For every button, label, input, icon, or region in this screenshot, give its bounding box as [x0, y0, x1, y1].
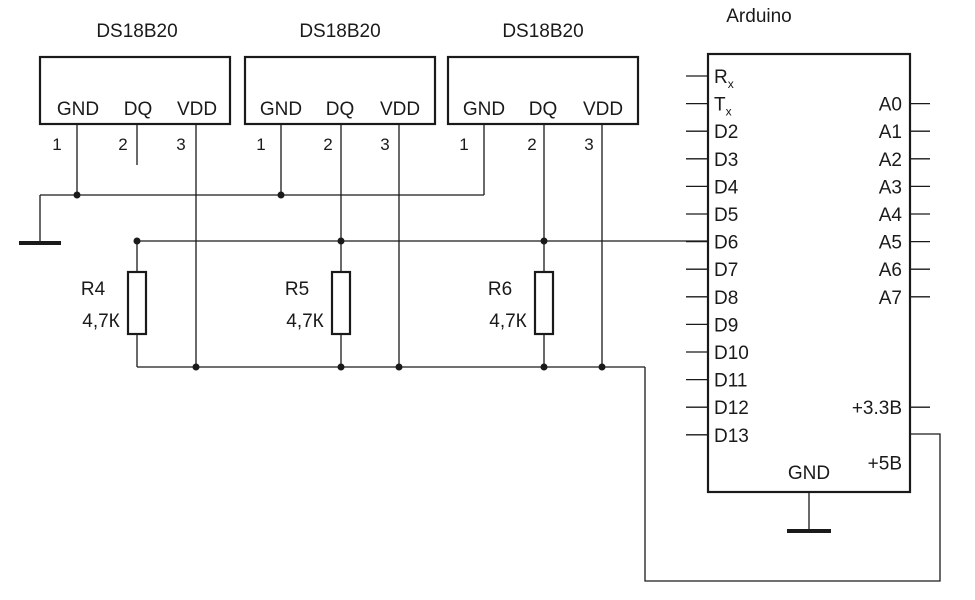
sensor-1-body: [38, 55, 232, 126]
resistor-r5-name: R5: [285, 279, 309, 300]
pin-label-a2: A2: [879, 150, 902, 171]
sensor-2: DS18B20 GND DQ VDD 1 2 3: [243, 21, 437, 154]
sensor-3-title: DS18B20: [502, 21, 583, 42]
sensor-1: DS18B20 GND DQ VDD 1 2 3: [38, 21, 232, 154]
sensor-3-pin-gnd-label: GND: [463, 99, 505, 120]
junction-dot: [73, 191, 81, 199]
sensor-1-pin-vdd-label: VDD: [177, 99, 217, 120]
sensor-3-pin-3-number: 3: [584, 135, 593, 154]
sensor-1-pin-3-number: 3: [176, 135, 185, 154]
junction-dot: [192, 363, 200, 371]
resistor-r6-value: 4,7К: [489, 311, 526, 332]
sensor-2-title: DS18B20: [299, 21, 380, 42]
arduino-gnd-label: GND: [788, 463, 830, 484]
pin-label-a6: A6: [879, 260, 902, 281]
pin-label-d12: D12: [714, 398, 749, 419]
junction-dot: [277, 191, 285, 199]
resistor-r6-name: R6: [488, 279, 512, 300]
resistor-r5-value: 4,7К: [286, 311, 323, 332]
sensor-1-title: DS18B20: [96, 21, 177, 42]
arduino-title: Arduino: [726, 6, 792, 27]
pin-label-a5: A5: [879, 233, 902, 254]
sensor-3: DS18B20 GND DQ VDD 1 2 3: [446, 21, 640, 154]
vdd-net: [137, 124, 941, 582]
pin-label-a0: A0: [879, 95, 902, 116]
arduino-module: Arduino RxTxD2D3D4D5D6D7D8D9D10D11D12D13…: [686, 6, 930, 533]
sensor-3-body: [446, 55, 640, 126]
arduino-body: [706, 52, 912, 494]
pin-label-a1: A1: [879, 122, 902, 143]
resistor-r5: R5 4,7К: [285, 241, 352, 367]
sensor-2-body: [243, 55, 437, 126]
pin-label-a3: A3: [879, 177, 902, 198]
sensor-2-pin-2-number: 2: [323, 135, 332, 154]
resistor-r6: R6 4,7К: [488, 241, 555, 367]
sensor-2-pin-gnd-label: GND: [260, 99, 302, 120]
sensor-2-pin-dq-label: DQ: [326, 99, 355, 120]
pin-label-d13: D13: [714, 426, 749, 447]
junction-dot: [337, 363, 345, 371]
pin-label-d5: D5: [714, 205, 738, 226]
sensor-1-pin-2-number: 2: [118, 135, 127, 154]
junction-dot: [395, 363, 403, 371]
sensor-3-pin-vdd-label: VDD: [583, 99, 623, 120]
pin-label-d2: D2: [714, 122, 738, 143]
pin-label-d4: D4: [714, 177, 739, 198]
sensor-3-pin-1-number: 1: [459, 135, 468, 154]
pin-label-d3: D3: [714, 150, 738, 171]
pin-label-d8: D8: [714, 288, 738, 309]
pin-label-a7: A7: [879, 288, 902, 309]
sensor-2-pin-3-number: 3: [380, 135, 389, 154]
sensor-1-pin-dq-label: DQ: [124, 99, 153, 120]
pin-label-d9: D9: [714, 315, 738, 336]
pin-label-d11: D11: [714, 371, 747, 392]
pin-label-d6: D6: [714, 233, 738, 254]
pin-label-a4: A4: [879, 205, 903, 226]
resistor-r4-name: R4: [81, 279, 106, 300]
sensor-3-pin-dq-label: DQ: [529, 99, 558, 120]
sensor-1-pin-gnd-label: GND: [57, 99, 99, 120]
sensor-2-pin-vdd-label: VDD: [380, 99, 420, 120]
dq-net: [133, 124, 708, 245]
pin-label-33: +3.3В: [852, 398, 902, 419]
resistor-r4: R4 4,7К: [81, 241, 148, 367]
pin-label-d10: D10: [714, 343, 749, 364]
resistor-r4-value: 4,7К: [82, 311, 119, 332]
pin-label-5: +5В: [868, 453, 902, 474]
gnd-net: [19, 124, 485, 245]
junction-dot: [540, 363, 548, 371]
sensor-3-pin-2-number: 2: [527, 135, 536, 154]
sensor-1-pin-1-number: 1: [52, 135, 61, 154]
pin-label-d7: D7: [714, 260, 738, 281]
sensor-2-pin-1-number: 1: [256, 135, 265, 154]
junction-dot: [598, 363, 606, 371]
